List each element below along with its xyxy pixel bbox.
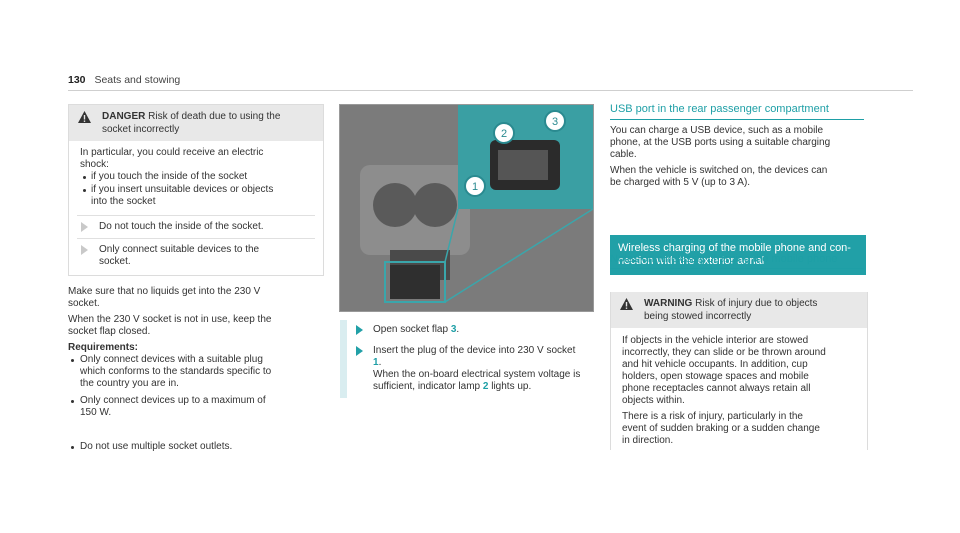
danger-action-2b: socket. xyxy=(99,256,131,267)
warning-line-6: objects within. xyxy=(622,395,685,406)
socket-photo: 1 2 3 xyxy=(339,104,594,312)
action-arrow-icon xyxy=(81,222,88,232)
banner-line-2: nection with the exterior aerial xyxy=(618,255,765,267)
bullet xyxy=(83,176,86,179)
step-2-ref: 1. xyxy=(373,357,382,368)
page-header: 130 Seats and stowing xyxy=(68,74,180,86)
danger-bullet-1: if you touch the inside of the socket xyxy=(91,171,248,182)
warning-line-7: There is a risk of injury, particularly … xyxy=(622,411,803,422)
svg-text:3: 3 xyxy=(552,116,558,128)
step-2: Insert the plug of the device into 230 V… xyxy=(373,345,576,356)
danger-label: DANGER xyxy=(102,111,146,122)
danger-intro-1: In particular, you could receive an elec… xyxy=(80,147,264,158)
step-3-line-1: When the on-board electrical system volt… xyxy=(373,369,581,380)
step-arrow-icon xyxy=(356,325,363,335)
bullet xyxy=(83,189,86,192)
step-1: Open socket flap 3. xyxy=(373,324,460,335)
warning-line-3: and hit vehicle occupants. In addition, … xyxy=(622,359,808,370)
warning-line-9: in direction. xyxy=(622,435,674,446)
req-2-line-1: Only connect devices up to a maximum of xyxy=(80,395,266,406)
warning-box: WARNING Risk of injury due to objects be… xyxy=(610,292,868,450)
req-1-line-1: Only connect devices with a suitable plu… xyxy=(80,354,263,365)
para-1-line-1: Make sure that no liquids get into the 2… xyxy=(68,286,261,297)
section-title: Seats and stowing xyxy=(94,74,181,86)
warning-title-1: Risk of injury due to objects xyxy=(695,298,818,309)
usb-heading: USB port in the rear passenger compartme… xyxy=(610,103,829,115)
para-1-line-2: socket. xyxy=(68,298,100,309)
warning-icon xyxy=(620,298,633,310)
danger-bullet-2: if you insert unsuitable devices or obje… xyxy=(91,184,274,195)
req-1-line-2: which conforms to the standards specific… xyxy=(80,366,272,377)
divider xyxy=(77,215,315,216)
callout-2-icon: 2 xyxy=(493,122,515,144)
warning-label: WARNING xyxy=(644,298,693,309)
notes-heading: Notes on wirelessly charging the mobile … xyxy=(610,253,838,265)
warning-header: WARNING Risk of injury due to objects be… xyxy=(611,292,867,328)
warning-icon xyxy=(78,111,91,123)
warning-line-2: incorrectly, they can slide or be thrown… xyxy=(622,347,826,358)
step-arrow-icon xyxy=(356,346,363,356)
danger-title-1: Risk of death due to using the xyxy=(148,111,281,122)
usb-line-4: When the vehicle is switched on, the dev… xyxy=(610,165,828,176)
step-ref-1: 1 xyxy=(373,357,379,368)
para-2-line-2: socket flap closed. xyxy=(68,326,151,337)
requirements-heading: Requirements: xyxy=(68,342,139,353)
step-3-line-2: sufficient, indicator lamp 2 lights up. xyxy=(373,381,532,392)
header-divider xyxy=(68,90,913,91)
req-2-line-2: 150 W. xyxy=(80,407,112,418)
step-ref-2: 2 xyxy=(482,381,489,392)
notes-heading-underline xyxy=(610,268,864,269)
usb-line-3: cable. xyxy=(610,149,637,160)
bullet xyxy=(71,400,74,403)
step-bar xyxy=(340,320,347,398)
usb-line-1: You can charge a USB device, such as a m… xyxy=(610,125,824,136)
warning-line-8: event of sudden braking or a sudden chan… xyxy=(622,423,820,434)
danger-intro-2: shock: xyxy=(80,159,109,170)
banner-line-1: Wireless charging of the mobile phone an… xyxy=(618,242,851,254)
danger-bullet-2b: into the socket xyxy=(91,196,156,207)
warning-line-4: holders, open stowage spaces and mobile xyxy=(622,371,809,382)
callout-3-icon: 3 xyxy=(544,110,566,132)
danger-action-1: Do not touch the inside of the socket. xyxy=(99,221,264,232)
danger-box: DANGER Risk of death due to using the so… xyxy=(68,104,324,276)
svg-text:2: 2 xyxy=(501,128,507,140)
bullet xyxy=(71,446,74,449)
danger-title-2: socket incorrectly xyxy=(102,124,180,135)
action-arrow-icon xyxy=(81,245,88,255)
callout-1-icon: 1 xyxy=(464,175,486,197)
svg-text:1: 1 xyxy=(472,181,478,193)
warning-line-5: phone receptacles cannot always retain a… xyxy=(622,383,811,394)
usb-heading-underline xyxy=(610,119,864,120)
para-2-line-1: When the 230 V socket is not in use, kee… xyxy=(68,314,272,325)
danger-action-2: Only connect suitable devices to the xyxy=(99,244,260,255)
step-ref-3: 3 xyxy=(450,324,457,335)
req-1-line-3: the country you are in. xyxy=(80,378,179,389)
warning-line-1: If objects in the vehicle interior are s… xyxy=(622,335,809,346)
danger-header: DANGER Risk of death due to using the so… xyxy=(69,105,323,141)
divider xyxy=(77,238,315,239)
req-3: Do not use multiple socket outlets. xyxy=(80,441,233,452)
bullet xyxy=(71,359,74,362)
usb-line-5: be charged with 5 V (up to 3 A). xyxy=(610,177,751,188)
warning-title-2: being stowed incorrectly xyxy=(644,311,752,322)
usb-line-2: phone, at the USB ports using a suitable… xyxy=(610,137,831,148)
car-interior-illustration xyxy=(340,105,593,311)
page-number: 130 xyxy=(68,74,86,86)
